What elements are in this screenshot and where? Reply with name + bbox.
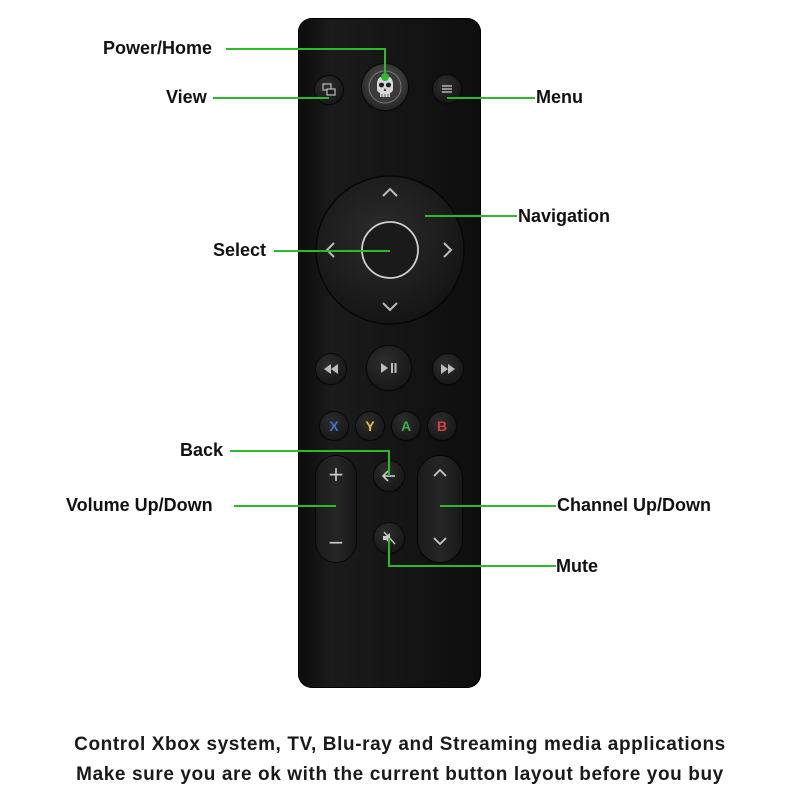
volume-rocker[interactable]: + − (316, 456, 356, 562)
volume-callout-line (234, 505, 336, 507)
navigation-label: Navigation (518, 206, 611, 226)
volume-up-icon[interactable]: + (327, 462, 345, 486)
back-label: Back (180, 440, 224, 460)
view-label: View (166, 87, 207, 107)
channel-rocker[interactable] (418, 456, 462, 562)
channel-down-icon[interactable] (432, 536, 448, 546)
b-button[interactable]: B (428, 412, 456, 440)
back-callout-line (230, 450, 390, 452)
play-pause-icon (381, 363, 397, 373)
channel-label: Channel Up/Down (557, 495, 711, 515)
rewind-icon (324, 364, 338, 374)
x-button[interactable]: X (320, 412, 348, 440)
caption-line-1: Control Xbox system, TV, Blu-ray and Str… (74, 734, 726, 755)
mute-label: Mute (556, 556, 598, 576)
mute-callout-drop (388, 538, 390, 566)
a-label: A (400, 418, 412, 434)
play-pause-button[interactable] (367, 346, 411, 390)
nav-down-icon[interactable] (382, 302, 398, 312)
fast-forward-button[interactable] (433, 354, 463, 384)
back-callout-drop (388, 450, 390, 476)
rewind-button[interactable] (316, 354, 346, 384)
menu-icon (442, 85, 452, 93)
menu-label: Menu (536, 87, 583, 107)
channel-up-icon[interactable] (432, 468, 448, 478)
power-home-callout-dot (381, 73, 389, 81)
skull-logo-icon (368, 70, 402, 104)
x-label: X (329, 418, 339, 434)
mute-callout-line (388, 565, 556, 567)
select-callout-line (274, 250, 390, 252)
power-home-callout-line (226, 48, 386, 50)
select-label: Select (213, 240, 267, 260)
power-home-label: Power/Home (103, 38, 213, 58)
navigation-pad[interactable] (310, 172, 470, 328)
fast-forward-icon (441, 364, 455, 374)
nav-right-icon[interactable] (443, 242, 453, 258)
navigation-callout-line (425, 215, 517, 217)
y-button[interactable]: Y (356, 412, 384, 440)
menu-callout-line (447, 97, 535, 99)
power-home-callout-drop (384, 48, 386, 76)
volume-label: Volume Up/Down (66, 495, 213, 515)
view-icon (322, 83, 336, 96)
y-label: Y (365, 418, 375, 434)
channel-callout-line (440, 505, 556, 507)
view-button[interactable] (315, 76, 343, 104)
nav-up-icon[interactable] (382, 187, 398, 197)
volume-down-icon[interactable]: − (327, 530, 345, 554)
view-callout-line (213, 97, 329, 99)
b-label: B (436, 418, 448, 434)
caption-line-2: Make sure you are ok with the current bu… (76, 764, 724, 785)
a-button[interactable]: A (392, 412, 420, 440)
back-arrow-icon (382, 470, 395, 482)
